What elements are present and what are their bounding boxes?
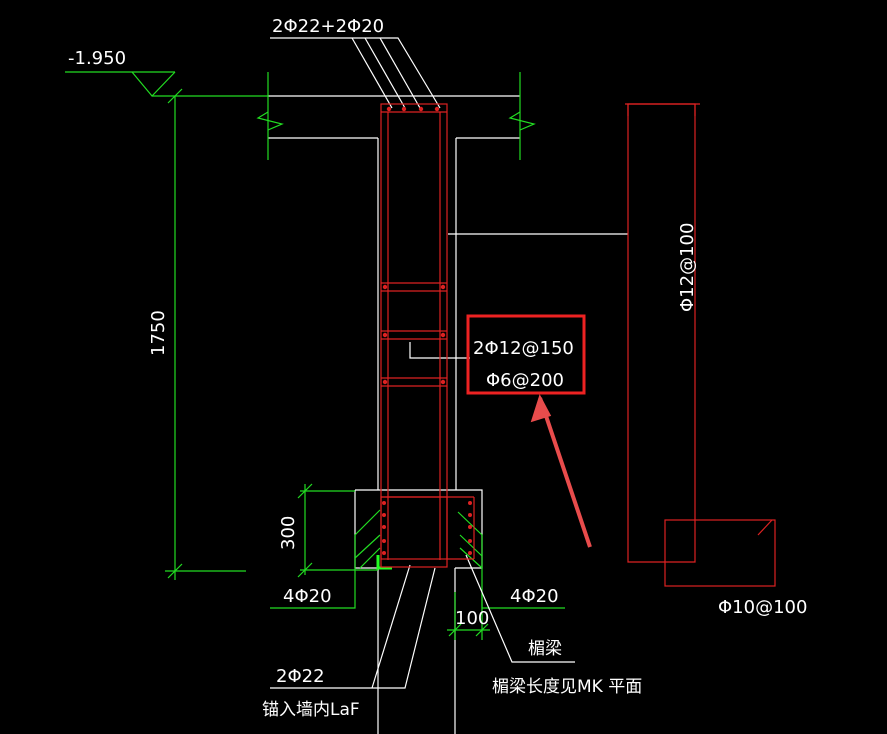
break-lines	[256, 72, 536, 160]
label-side-rebar: 2Φ12@150	[473, 338, 574, 359]
label-anchor-note: 锚入墙内LaF	[262, 700, 360, 720]
label-lintel: 楣梁	[528, 639, 562, 659]
label-top-rebar: 2Φ22+2Φ20	[272, 16, 384, 37]
label-vertical-rebar: Φ12@100	[677, 223, 698, 312]
label-bottom-rebar: 2Φ22	[276, 666, 325, 687]
label-left-corner-rebar: 4Φ20	[283, 586, 332, 607]
label-horizontal-rebar: Φ10@100	[718, 597, 807, 618]
annotation-highlight	[466, 314, 592, 548]
label-right-corner-rebar: 4Φ20	[510, 586, 559, 607]
rebar-column	[380, 103, 475, 568]
label-height-dim: 1750	[148, 310, 169, 356]
dimension-lines	[65, 37, 575, 689]
label-lintel-note: 楣梁长度见MK 平面	[492, 677, 642, 697]
rebar-detail-right	[625, 103, 776, 587]
label-beam-depth: 300	[278, 516, 299, 550]
rebar-dots	[382, 106, 472, 555]
label-elevation: -1.950	[68, 48, 126, 69]
label-offset-dim: 100	[455, 608, 489, 629]
label-stirrup: Φ6@200	[486, 370, 564, 391]
wall-outline	[268, 95, 628, 734]
